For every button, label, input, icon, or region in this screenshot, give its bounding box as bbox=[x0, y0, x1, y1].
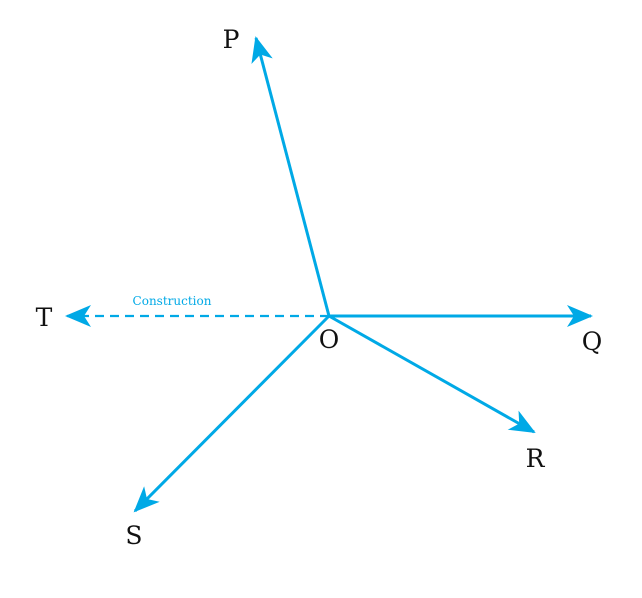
origin-label: O bbox=[319, 325, 340, 354]
point-labels: O P Q R S T bbox=[36, 25, 603, 550]
vector-label-r: R bbox=[526, 444, 546, 473]
construction-annotation: Construction bbox=[133, 294, 212, 308]
vectors-group bbox=[65, 36, 593, 513]
vector-r bbox=[328, 314, 536, 434]
vector-p bbox=[251, 36, 331, 317]
vector-label-t: T bbox=[36, 303, 53, 332]
vector-s bbox=[133, 314, 331, 513]
vector-label-s: S bbox=[125, 521, 142, 550]
vector-label-p: P bbox=[223, 25, 240, 54]
vector-label-q: Q bbox=[582, 327, 603, 356]
